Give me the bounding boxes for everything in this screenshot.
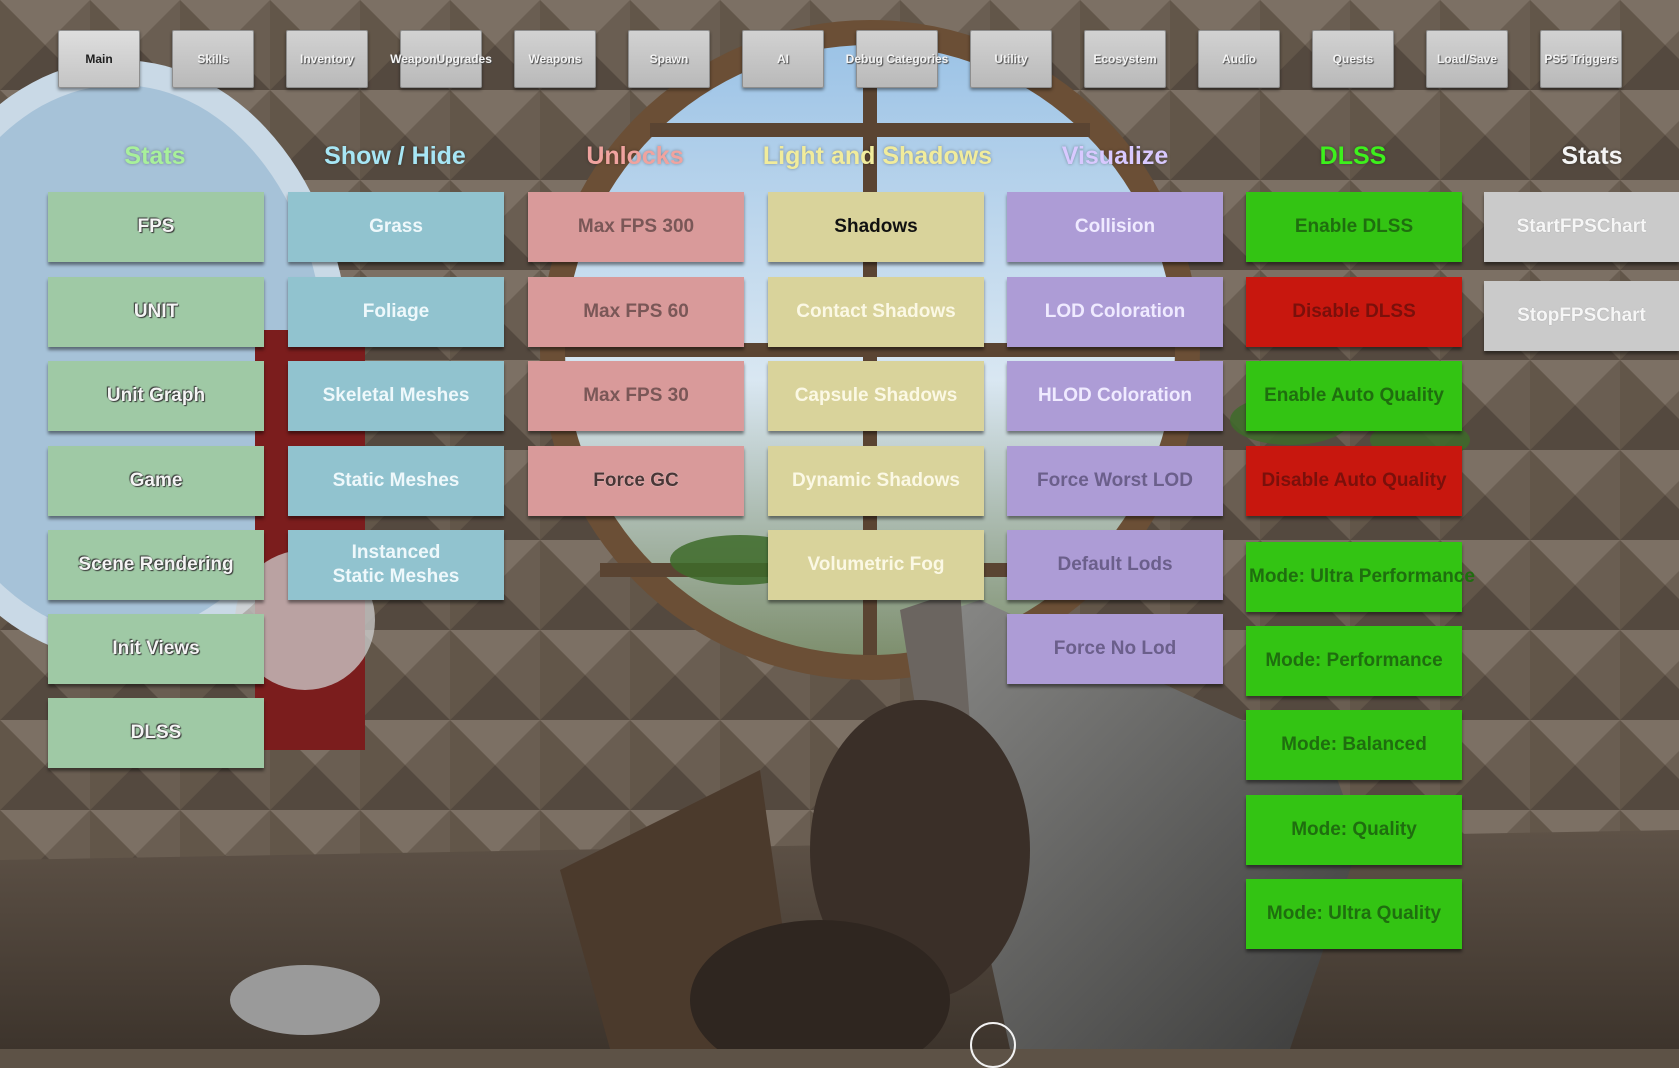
default-lods-button[interactable]: Default Lods <box>1007 530 1223 600</box>
contact-shadows-button[interactable]: Contact Shadows <box>768 277 984 347</box>
column-title-show-hide: Show / Hide <box>324 142 466 170</box>
mode-quality-button[interactable]: Mode: Quality <box>1246 795 1462 865</box>
tab-utility[interactable]: Utility <box>970 30 1052 88</box>
force-no-lod-button[interactable]: Force No Lod <box>1007 614 1223 684</box>
capsule-shadows-button[interactable]: Capsule Shadows <box>768 361 984 431</box>
shadows-button[interactable]: Shadows <box>768 192 984 262</box>
hlod-coloration-button[interactable]: HLOD Coloration <box>1007 361 1223 431</box>
tab-audio[interactable]: Audio <box>1198 30 1280 88</box>
disable-dlss-button[interactable]: Disable DLSS <box>1246 277 1462 347</box>
mode-ultra-quality-button[interactable]: Mode: Ultra Quality <box>1246 879 1462 949</box>
enable-dlss-button[interactable]: Enable DLSS <box>1246 192 1462 262</box>
tab-ai[interactable]: AI <box>742 30 824 88</box>
force-worst-lod-button[interactable]: Force Worst LOD <box>1007 446 1223 516</box>
toggle-foliage-button[interactable]: Foliage <box>288 277 504 347</box>
toggle-instanced-static-meshes-button[interactable]: Instanced Static Meshes <box>288 530 504 600</box>
crosshair-reticle <box>970 1022 1016 1068</box>
tab-quests[interactable]: Quests <box>1312 30 1394 88</box>
toggle-skeletal-meshes-button[interactable]: Skeletal Meshes <box>288 361 504 431</box>
tab-inventory[interactable]: Inventory <box>286 30 368 88</box>
max-fps-30-button[interactable]: Max FPS 30 <box>528 361 744 431</box>
stat-game-button[interactable]: Game <box>48 446 264 516</box>
column-title-unlocks: Unlocks <box>586 142 684 170</box>
stat-dlss-button[interactable]: DLSS <box>48 698 264 768</box>
column-title-stats: Stats <box>124 142 186 170</box>
tab-debug-categories[interactable]: Debug Categories <box>846 30 948 88</box>
disable-auto-quality-button[interactable]: Disable Auto Quality <box>1246 446 1462 516</box>
column-title-stats-charts: Stats <box>1561 142 1623 170</box>
column-title-dlss: DLSS <box>1319 142 1387 170</box>
volumetric-fog-button[interactable]: Volumetric Fog <box>768 530 984 600</box>
stat-fps-button[interactable]: FPS <box>48 192 264 262</box>
max-fps-300-button[interactable]: Max FPS 300 <box>528 192 744 262</box>
stat-scene-rendering-button[interactable]: Scene Rendering <box>48 530 264 600</box>
mode-ultra-performance-button[interactable]: Mode: Ultra Performance <box>1246 542 1475 612</box>
stop-fps-chart-button[interactable]: StopFPSChart <box>1484 281 1679 351</box>
collision-button[interactable]: Collision <box>1007 192 1223 262</box>
lod-coloration-button[interactable]: LOD Coloration <box>1007 277 1223 347</box>
toggle-static-meshes-button[interactable]: Static Meshes <box>288 446 504 516</box>
dynamic-shadows-button[interactable]: Dynamic Shadows <box>768 446 984 516</box>
tab-skills[interactable]: Skills <box>172 30 254 88</box>
tab-ecosystem[interactable]: Ecosystem <box>1084 30 1166 88</box>
mode-balanced-button[interactable]: Mode: Balanced <box>1246 710 1462 780</box>
tab-weapon-upgrades[interactable]: WeaponUpgrades <box>390 30 492 88</box>
start-fps-chart-button[interactable]: StartFPSChart <box>1484 192 1679 262</box>
max-fps-60-button[interactable]: Max FPS 60 <box>528 277 744 347</box>
column-title-light-shadows: Light and Shadows <box>762 142 993 170</box>
stat-init-views-button[interactable]: Init Views <box>48 614 264 684</box>
enable-auto-quality-button[interactable]: Enable Auto Quality <box>1246 361 1462 431</box>
tab-ps5-triggers[interactable]: PS5 Triggers <box>1540 30 1622 88</box>
stat-unit-button[interactable]: UNIT <box>48 277 264 347</box>
toggle-grass-button[interactable]: Grass <box>288 192 504 262</box>
column-title-visualize: Visualize <box>1061 142 1169 170</box>
tab-main[interactable]: Main <box>58 30 140 88</box>
force-gc-button[interactable]: Force GC <box>528 446 744 516</box>
stat-unit-graph-button[interactable]: Unit Graph <box>48 361 264 431</box>
tab-load-save[interactable]: Load/Save <box>1426 30 1508 88</box>
mode-performance-button[interactable]: Mode: Performance <box>1246 626 1462 696</box>
tab-spawn[interactable]: Spawn <box>628 30 710 88</box>
tab-weapons[interactable]: Weapons <box>514 30 596 88</box>
